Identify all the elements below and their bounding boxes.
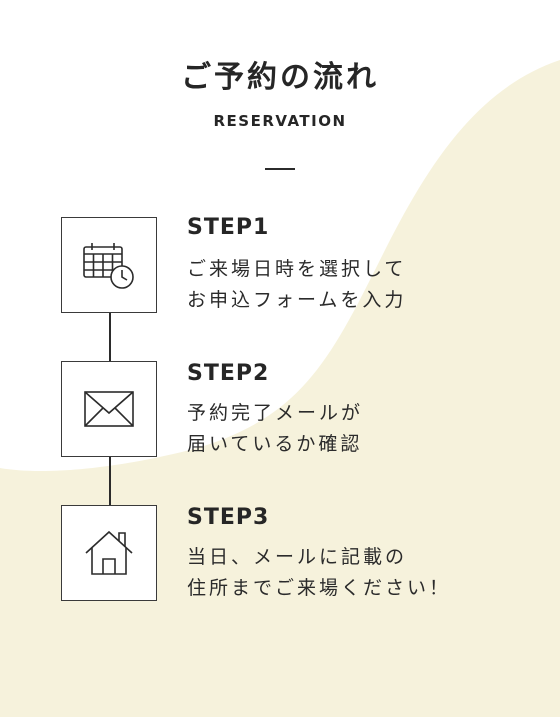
step2-icon-box bbox=[61, 361, 157, 457]
step2-line2: 届いているか確認 bbox=[187, 433, 363, 455]
step-connector-2 bbox=[109, 457, 111, 506]
page-title: ご予約の流れ bbox=[181, 60, 379, 95]
page-subtitle: RESERVATION bbox=[213, 112, 347, 130]
step2-description: 予約完了メールが 届いているか確認 bbox=[187, 398, 363, 460]
step3-line2: 住所までご来場ください！ bbox=[187, 577, 452, 599]
step2-label: STEP2 bbox=[187, 361, 270, 386]
calendar-clock-icon bbox=[83, 243, 134, 289]
step3-icon-box bbox=[61, 505, 157, 601]
step1-line1: ご来場日時を選択して bbox=[187, 258, 407, 280]
step3-description: 当日、メールに記載の 住所までご来場ください！ bbox=[187, 542, 451, 604]
step1-icon-box bbox=[61, 217, 157, 313]
step3-label: STEP3 bbox=[187, 505, 270, 530]
step2-line1: 予約完了メールが bbox=[187, 402, 364, 424]
step1-label: STEP1 bbox=[187, 215, 270, 240]
step3-line1: 当日、メールに記載の bbox=[187, 546, 408, 568]
house-icon bbox=[85, 530, 133, 575]
step1-description: ご来場日時を選択して お申込フォームを入力 bbox=[187, 254, 406, 316]
title-divider bbox=[265, 168, 295, 170]
envelope-icon bbox=[84, 391, 134, 427]
step-connector-1 bbox=[109, 313, 111, 362]
step1-line2: お申込フォームを入力 bbox=[187, 289, 407, 311]
